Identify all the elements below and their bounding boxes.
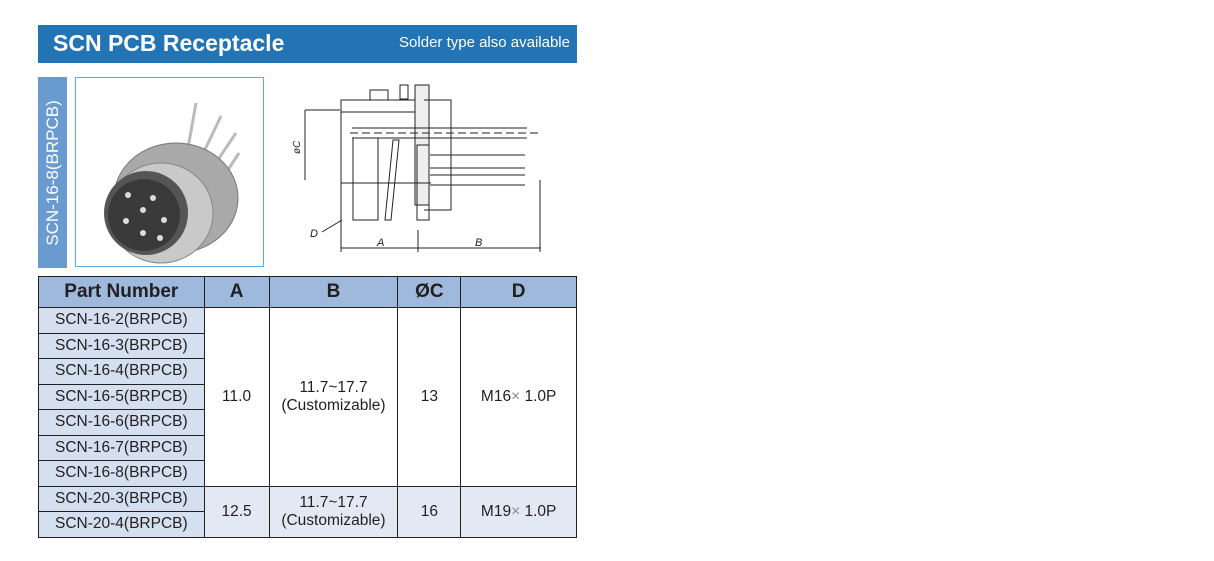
value-b-note: (Customizable) — [281, 511, 386, 529]
header-part-number: Part Number — [38, 276, 205, 308]
value-d-pitch: 1.0P — [524, 502, 557, 520]
dim-d-label: D — [310, 228, 318, 240]
value-d: M16× 1.0P — [460, 307, 577, 487]
value-d-thread: M19 — [480, 502, 512, 520]
table-row: SCN-16-7(BRPCB) — [38, 434, 577, 461]
value-c: 13 — [397, 307, 462, 487]
dim-c-label: øC — [292, 140, 303, 154]
table-row: SCN-16-5(BRPCB) — [38, 383, 577, 410]
model-label-text: SCN-16-8(BRPCB) — [42, 99, 62, 246]
table-row: SCN-20-3(BRPCB) 12.5 11.7~17.7(Customiza… — [38, 485, 577, 538]
header-c: ØC — [397, 276, 462, 308]
section-title: SCN PCB Receptacle — [53, 30, 285, 56]
table-row: SCN-16-3(BRPCB) — [38, 332, 577, 359]
value-b: 11.7~17.7(Customizable) — [268, 307, 399, 487]
table-row: SCN-16-8(BRPCB) — [38, 460, 577, 487]
value-c: 16 — [397, 485, 462, 538]
section-subtitle: Solder type also available — [399, 34, 570, 51]
header-b: B — [268, 276, 399, 308]
header-d: D — [460, 276, 577, 308]
value-d-pitch: 1.0P — [524, 387, 557, 405]
table-row: SCN-16-2(BRPCB) 11.0 11.7~17.7(Customiza… — [38, 307, 577, 487]
dimension-drawing: øC D A B — [290, 80, 560, 260]
section-header: SCN PCB Receptacle Solder type also avai… — [38, 25, 577, 63]
part-number: SCN-16-3(BRPCB) — [38, 332, 205, 359]
table-row: SCN-16-6(BRPCB) — [38, 409, 577, 436]
model-label: SCN-16-8(BRPCB) — [38, 77, 67, 268]
part-number: SCN-16-2(BRPCB) — [38, 307, 205, 334]
part-number: SCN-16-5(BRPCB) — [38, 383, 205, 410]
value-b: 11.7~17.7(Customizable) — [268, 485, 399, 538]
part-number: SCN-16-6(BRPCB) — [38, 409, 205, 436]
table-row: SCN-16-4(BRPCB) — [38, 358, 577, 385]
part-number: SCN-20-4(BRPCB) — [38, 511, 205, 538]
part-number: SCN-20-3(BRPCB) — [38, 485, 205, 512]
value-a: 12.5 — [203, 485, 270, 538]
product-photo — [75, 77, 264, 267]
part-number: SCN-16-4(BRPCB) — [38, 358, 205, 385]
value-b-range: 11.7~17.7 — [299, 378, 368, 396]
dim-a-label: A — [376, 237, 384, 249]
value-b-note: (Customizable) — [281, 396, 386, 414]
value-d-thread: M16 — [480, 387, 512, 405]
dim-b-label: B — [475, 237, 482, 249]
value-d: M19× 1.0P — [460, 485, 577, 538]
part-number: SCN-16-7(BRPCB) — [38, 434, 205, 461]
header-a: A — [203, 276, 270, 308]
value-b-range: 11.7~17.7 — [299, 493, 368, 511]
times-sign: × — [511, 502, 521, 520]
table-header-row: Part Number A B ØC D — [38, 276, 577, 308]
times-sign: × — [511, 387, 521, 405]
part-number: SCN-16-8(BRPCB) — [38, 460, 205, 487]
spec-table: Part Number A B ØC D SCN-16-2(BRPCB) 11.… — [38, 276, 577, 538]
value-a: 11.0 — [203, 307, 270, 487]
table-row: SCN-20-4(BRPCB) — [38, 511, 577, 538]
